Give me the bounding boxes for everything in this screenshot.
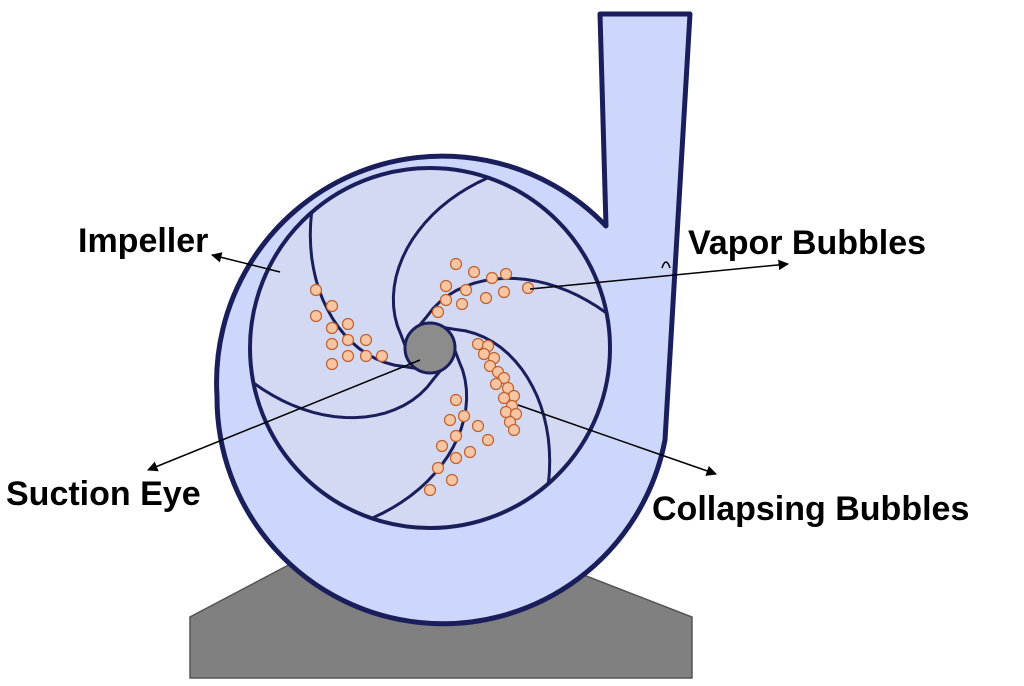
suction-eye-hub [403,321,457,375]
suction-eye-label: Suction Eye [6,475,201,513]
vapor-bubble [439,293,453,307]
vapor-bubble [309,309,323,323]
vapor-bubble [449,257,463,271]
impeller-leader-line [210,252,281,273]
vapor-bubble [435,439,449,453]
vapor-bubbles [309,257,535,497]
vapor-bubble [449,429,463,443]
collapsing-bubbles-leader-line [517,404,717,476]
vapor-bubble [457,409,471,423]
vapor-bubble [445,473,459,487]
vapor-bubbles-leader-line [529,259,790,290]
vapor-bubble [423,483,437,497]
vapor-bubble [431,305,445,319]
collapsing-bubble [499,405,513,419]
vapor-bubble [485,271,499,285]
vapor-bubble [359,333,373,347]
vapor-bubble [521,281,535,295]
vapor-bubble [463,445,477,459]
vapor-bubble [431,461,445,475]
collapsing-bubble [471,337,485,351]
vapor-bubble [455,297,469,311]
vapor-bubble [481,433,495,447]
vapor-bubble [341,317,355,331]
vapor-bubble [325,337,339,351]
collapsing-bubble [507,389,521,403]
vapor-bubble [459,283,473,297]
vapor-bubble [449,393,463,407]
vapor-bubbles-leader-bracket [661,261,671,269]
vapor-bubble [375,349,389,363]
collapsing-bubbles [471,337,523,437]
collapsing-bubble [489,377,503,391]
vapor-bubble [449,451,463,465]
vapor-bubble [471,419,485,433]
vapor-bubble [439,279,453,293]
collapsing-bubble [483,359,497,373]
vapor-bubble [443,413,457,427]
vapor-bubble [467,265,481,279]
vapor-bubble [499,267,513,281]
vapor-bubble [325,299,339,313]
vapor-bubble [341,333,355,347]
collapsing-bubble [509,407,523,421]
collapsing-bubble [497,391,511,405]
vapor-bubble [359,349,373,363]
collapsing-bubble [507,423,521,437]
vapor-bubble [479,291,493,305]
vapor-bubble [497,285,511,299]
vapor-bubble [325,357,339,371]
vapor-bubble [309,283,323,297]
impeller-label: Impeller [78,222,208,260]
vapor-bubbles-label: Vapor Bubbles [688,224,926,262]
impeller-vane [252,367,444,420]
vapor-bubble [341,349,355,363]
collapsing-bubbles-label: Collapsing Bubbles [652,490,969,528]
impeller-vane [441,325,552,484]
collapsing-bubble [477,347,491,361]
impeller-vane [391,176,489,349]
vapor-bubble [325,321,339,335]
impeller-vane [371,347,469,520]
suction-eye-leader-line [147,359,421,472]
